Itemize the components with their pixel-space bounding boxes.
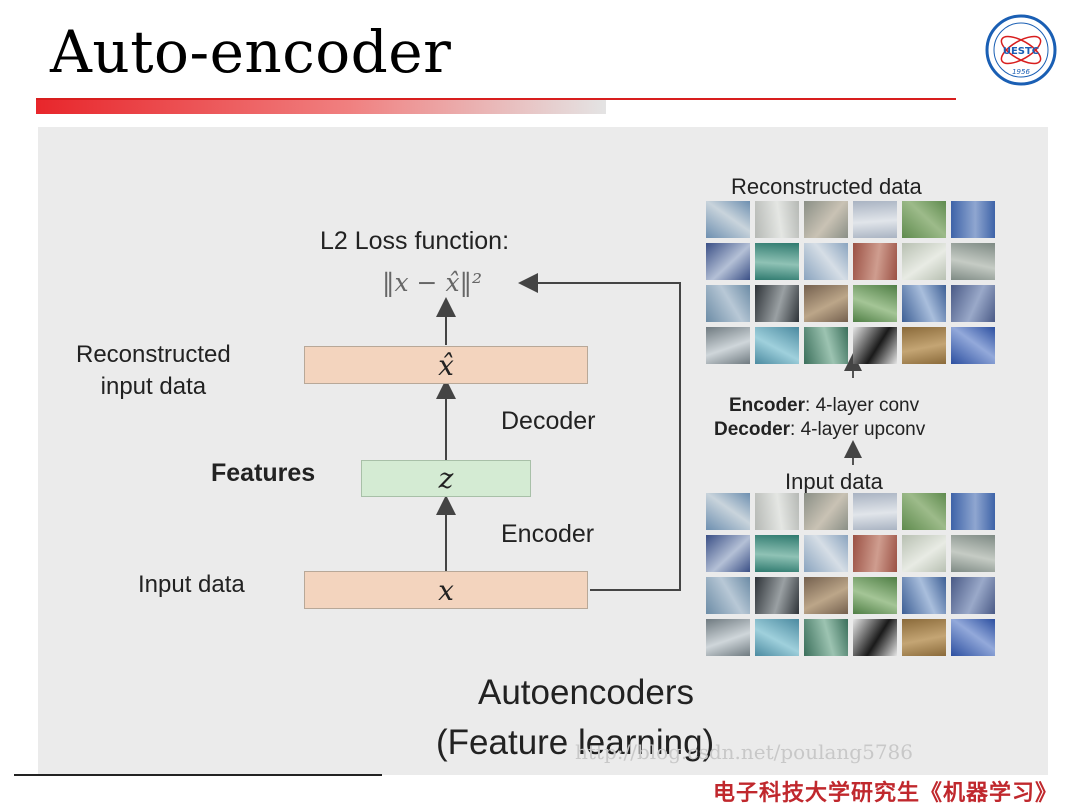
logo-text: UESTC (1003, 46, 1039, 57)
input-data-title: Input data (785, 469, 883, 494)
input-image-thumbnail (804, 619, 848, 656)
reconstructed-data-title: Reconstructed data (731, 174, 922, 199)
encoder-label: Encoder (501, 520, 595, 548)
input-image-thumbnail (902, 493, 946, 530)
title-underline-thin (36, 98, 956, 100)
footer-course-title: 电子科技大学研究生《机器学习》 (712, 781, 1058, 806)
diagram-connectors (436, 273, 862, 591)
reconstructed-image-thumbnail (853, 201, 897, 238)
encoder-spec-key: Encoder (729, 395, 806, 416)
input-image-thumbnail (853, 535, 897, 572)
decoder-spec-key: Decoder (714, 419, 791, 440)
reconstructed-image-thumbnail (755, 243, 799, 280)
reconstructed-image-thumbnail (902, 243, 946, 280)
reconstructed-image-thumbnail (755, 201, 799, 238)
reconstructed-image-thumbnail (706, 285, 750, 322)
input-image-thumbnail (951, 577, 995, 614)
reconstructed-label-line1: Reconstructed (76, 341, 231, 368)
encoder-spec: Encoder: 4-layer conv (729, 395, 919, 417)
reconstructed-image-thumbnail (951, 201, 995, 238)
reconstructed-image-thumbnail (902, 201, 946, 238)
reconstructed-image-thumbnail (853, 285, 897, 322)
title-underline-gradient (36, 100, 606, 114)
input-image-thumbnail (804, 493, 848, 530)
input-image-thumbnail (902, 577, 946, 614)
reconstructed-image-grid (706, 201, 995, 364)
reconstructed-image-thumbnail (902, 285, 946, 322)
footer-rule (14, 774, 382, 776)
decoder-spec-value: : 4-layer upconv (790, 419, 926, 440)
input-image-thumbnail (755, 493, 799, 530)
caption-line1: Autoencoders (478, 673, 694, 712)
reconstructed-input-label: Reconstructed input data (76, 339, 231, 403)
input-image-thumbnail (706, 535, 750, 572)
reconstructed-image-thumbnail (706, 243, 750, 280)
reconstructed-box: x̂ (304, 346, 588, 384)
figure-panel: L2 Loss function: ‖x − x̂‖² Reconstructe… (38, 127, 1048, 775)
input-image-thumbnail (902, 619, 946, 656)
encoder-spec-value: : 4-layer conv (805, 395, 920, 416)
arrow-input-to-loss (518, 273, 681, 591)
loss-formula: ‖x − x̂‖² (382, 268, 483, 297)
decoder-spec: Decoder: 4-layer upconv (714, 419, 925, 441)
reconstructed-image-thumbnail (706, 327, 750, 364)
reconstructed-image-thumbnail (951, 243, 995, 280)
watermark: http://blog.csdn.net/poulang5786 (575, 740, 913, 764)
input-image-thumbnail (951, 619, 995, 656)
input-data-label: Input data (138, 571, 245, 598)
reconstructed-image-thumbnail (755, 285, 799, 322)
university-logo: UESTC 1956 (985, 14, 1057, 86)
input-image-thumbnail (853, 619, 897, 656)
slide-title: Auto-encoder (50, 18, 452, 86)
reconstructed-image-thumbnail (853, 327, 897, 364)
input-image-thumbnail (706, 493, 750, 530)
reconstructed-image-thumbnail (951, 285, 995, 322)
input-image-thumbnail (951, 493, 995, 530)
reconstructed-image-thumbnail (951, 327, 995, 364)
input-image-thumbnail (951, 535, 995, 572)
logo-year: 1956 (1012, 68, 1030, 76)
decoder-label: Decoder (501, 407, 596, 435)
input-image-thumbnail (804, 535, 848, 572)
reconstructed-label-line2: input data (100, 373, 207, 400)
input-image-thumbnail (902, 535, 946, 572)
reconstructed-image-thumbnail (804, 243, 848, 280)
input-image-thumbnail (755, 577, 799, 614)
input-box: x (304, 571, 588, 609)
input-image-thumbnail (853, 577, 897, 614)
reconstructed-image-thumbnail (902, 327, 946, 364)
reconstructed-image-thumbnail (804, 327, 848, 364)
reconstructed-image-thumbnail (706, 201, 750, 238)
input-image-thumbnail (755, 535, 799, 572)
reconstructed-image-thumbnail (804, 201, 848, 238)
input-image-thumbnail (804, 577, 848, 614)
reconstructed-image-thumbnail (804, 285, 848, 322)
input-image-thumbnail (853, 493, 897, 530)
features-box: z (361, 460, 531, 497)
input-image-thumbnail (706, 577, 750, 614)
input-image-thumbnail (706, 619, 750, 656)
features-label: Features (211, 459, 316, 487)
input-image-grid (706, 493, 995, 656)
reconstructed-image-thumbnail (755, 327, 799, 364)
caption-line2: (Feature learning) (436, 723, 715, 762)
reconstructed-image-thumbnail (853, 243, 897, 280)
input-image-thumbnail (755, 619, 799, 656)
loss-title: L2 Loss function: (320, 227, 510, 255)
